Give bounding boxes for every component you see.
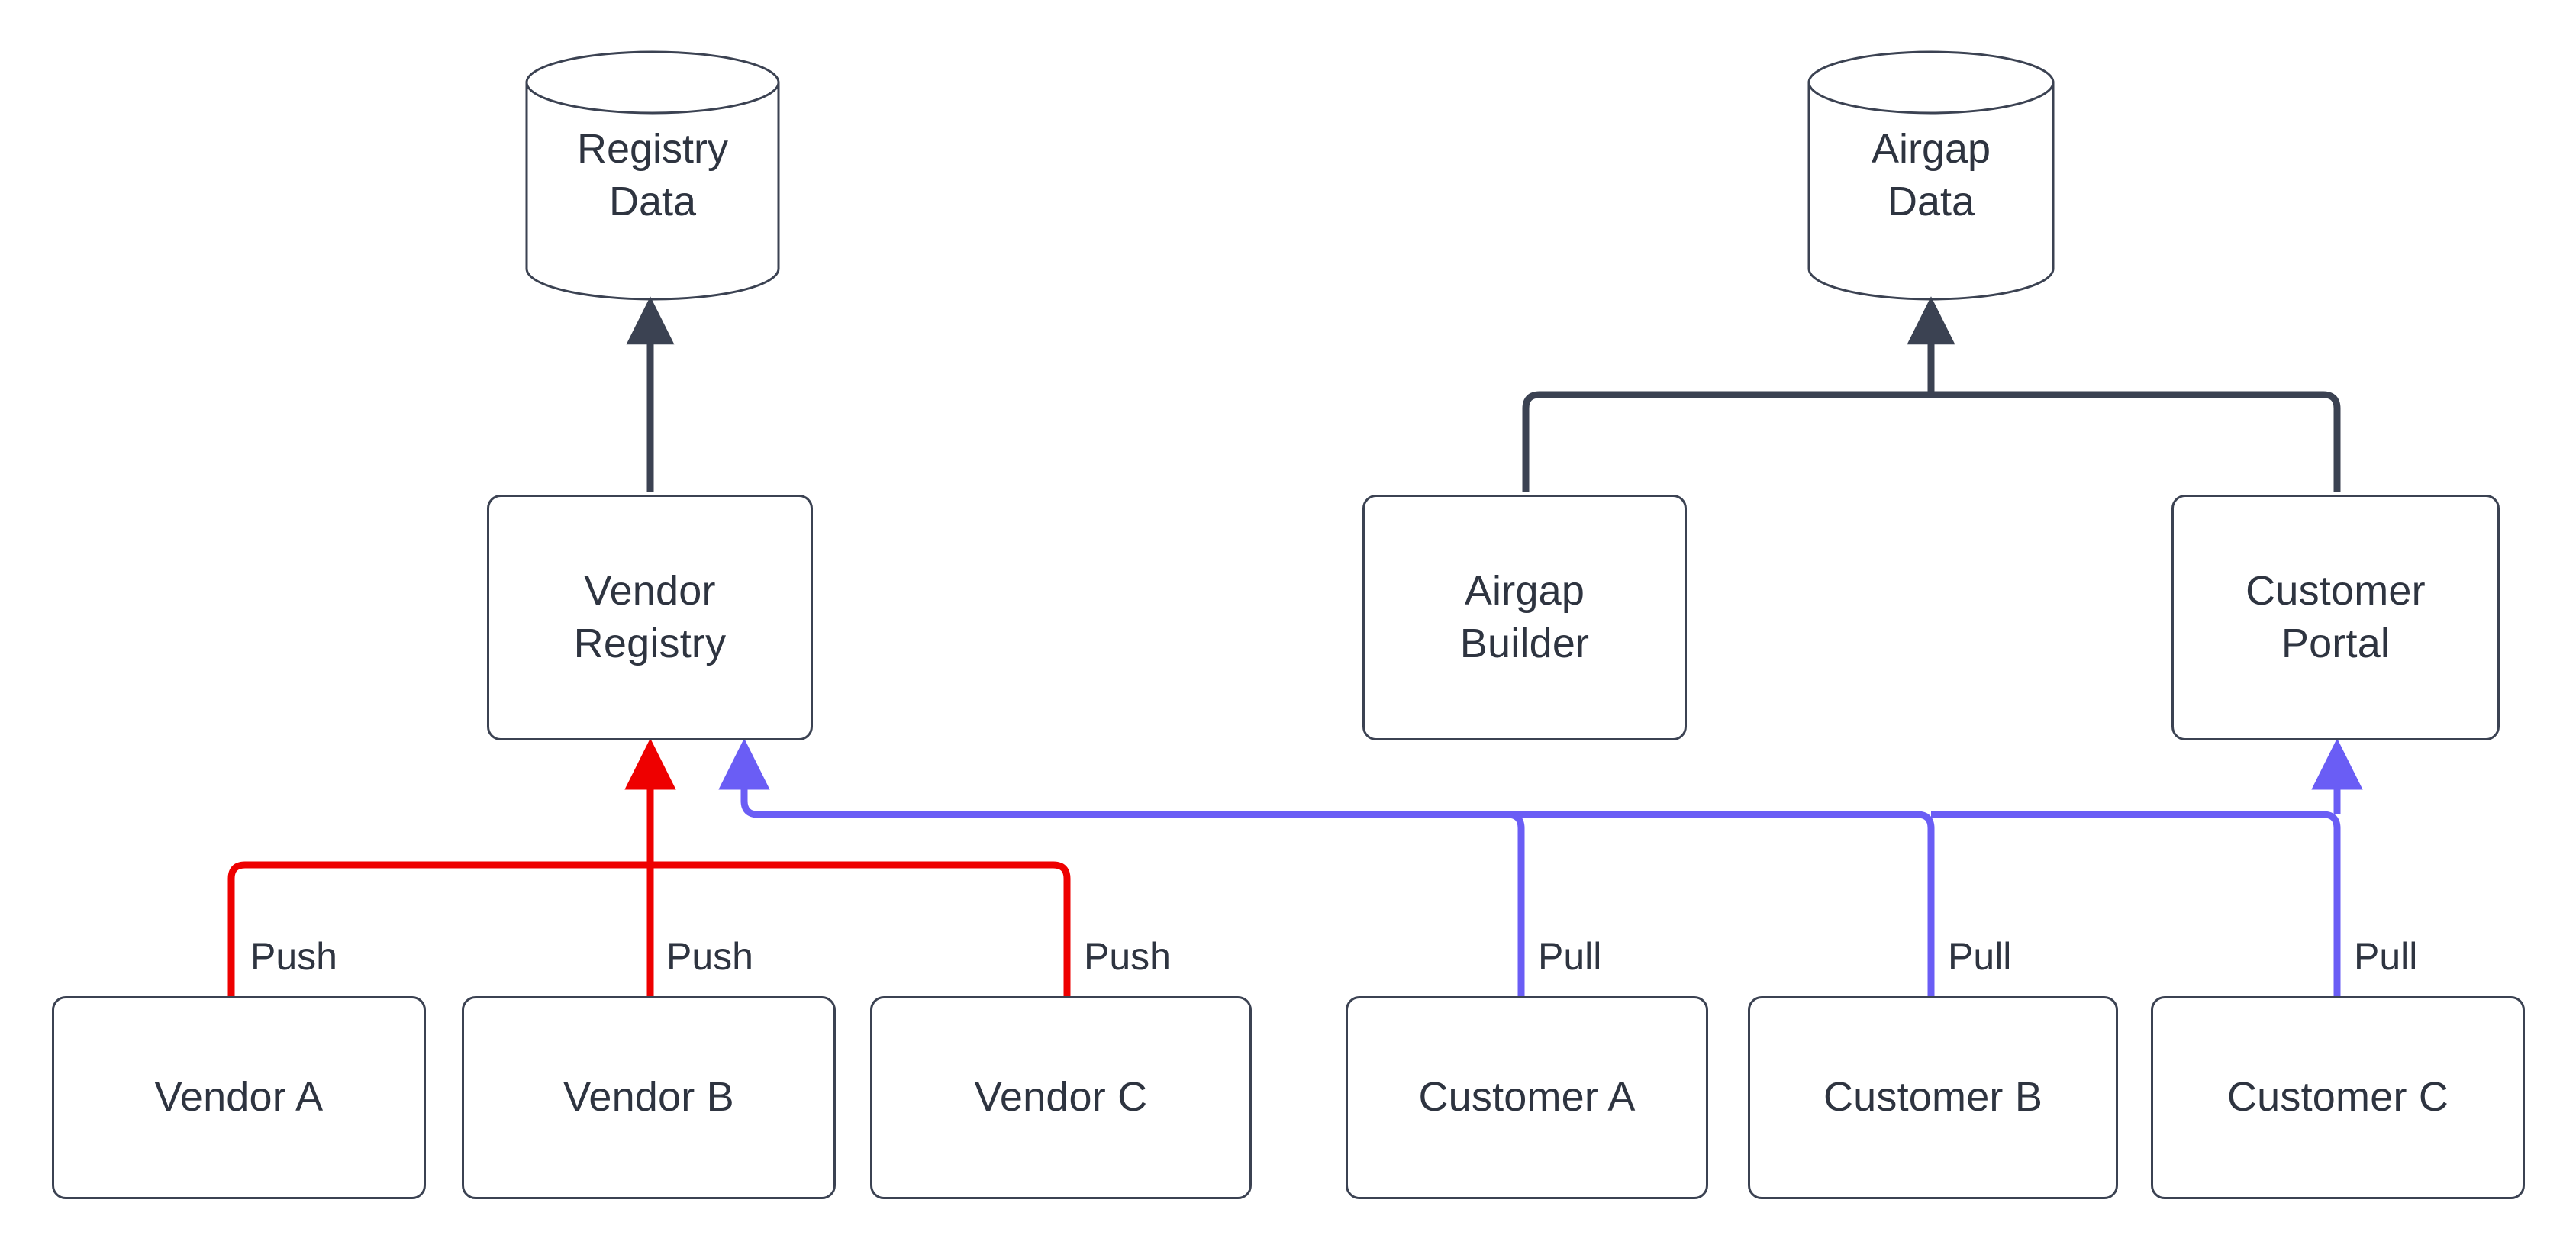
customer-c-node[interactable]: Customer C: [2151, 996, 2525, 1199]
vendor-b-node[interactable]: Vendor B: [462, 996, 836, 1199]
edge-label-push-vendor-c: Push: [1084, 935, 1171, 978]
edge-pull-customer-c: [1931, 811, 2341, 996]
airgap-builder-node[interactable]: Airgap Builder: [1362, 495, 1687, 740]
edge-label-pull-customer-c: Pull: [2354, 935, 2418, 978]
registry-data-label: Registry Data: [576, 125, 729, 224]
customer-c-label: Customer C: [2226, 1074, 2449, 1121]
edge-pull-bus-to-vendor-registry: [718, 738, 770, 818]
vendor-registry-label: Vendor Registry: [573, 567, 727, 666]
edge-airgap-builder-to-airgap-data: [1522, 391, 1931, 492]
customer-a-label: Customer A: [1418, 1074, 1636, 1121]
registry-data-datastore[interactable]: Registry Data: [527, 52, 779, 299]
edge-push-vendor-a: [227, 861, 650, 996]
customer-b-label: Customer B: [1823, 1074, 2043, 1121]
customer-b-node[interactable]: Customer B: [1748, 996, 2118, 1199]
customer-a-node[interactable]: Customer A: [1346, 996, 1708, 1199]
customer-portal-label: Customer Portal: [2246, 567, 2426, 666]
edge-label-push-vendor-a: Push: [250, 935, 337, 978]
vendor-a-label: Vendor A: [154, 1074, 324, 1121]
edge-push-vendor-c: [650, 861, 1071, 996]
vendor-c-node[interactable]: Vendor C: [870, 996, 1252, 1199]
customer-portal-node[interactable]: Customer Portal: [2171, 495, 2500, 740]
vendor-b-label: Vendor B: [563, 1074, 734, 1121]
registry-data-cylinder-shape: [525, 50, 780, 301]
airgap-data-label: Airgap Data: [1871, 125, 1991, 224]
edge-pull-customer-b: [758, 811, 1935, 996]
edge-label-pull-customer-b: Pull: [1948, 935, 2012, 978]
edge-label-push-vendor-b: Push: [666, 935, 753, 978]
edge-customer-portal-to-airgap-data: [1931, 391, 2341, 492]
airgap-data-datastore[interactable]: Airgap Data: [1809, 52, 2053, 299]
vendor-registry-node[interactable]: Vendor Registry: [487, 495, 813, 740]
edge-label-pull-customer-a: Pull: [1538, 935, 1602, 978]
airgap-data-cylinder-shape: [1807, 50, 2055, 301]
vendor-a-node[interactable]: Vendor A: [52, 996, 426, 1199]
airgap-builder-label: Airgap Builder: [1459, 567, 1590, 666]
vendor-c-label: Vendor C: [974, 1074, 1148, 1121]
